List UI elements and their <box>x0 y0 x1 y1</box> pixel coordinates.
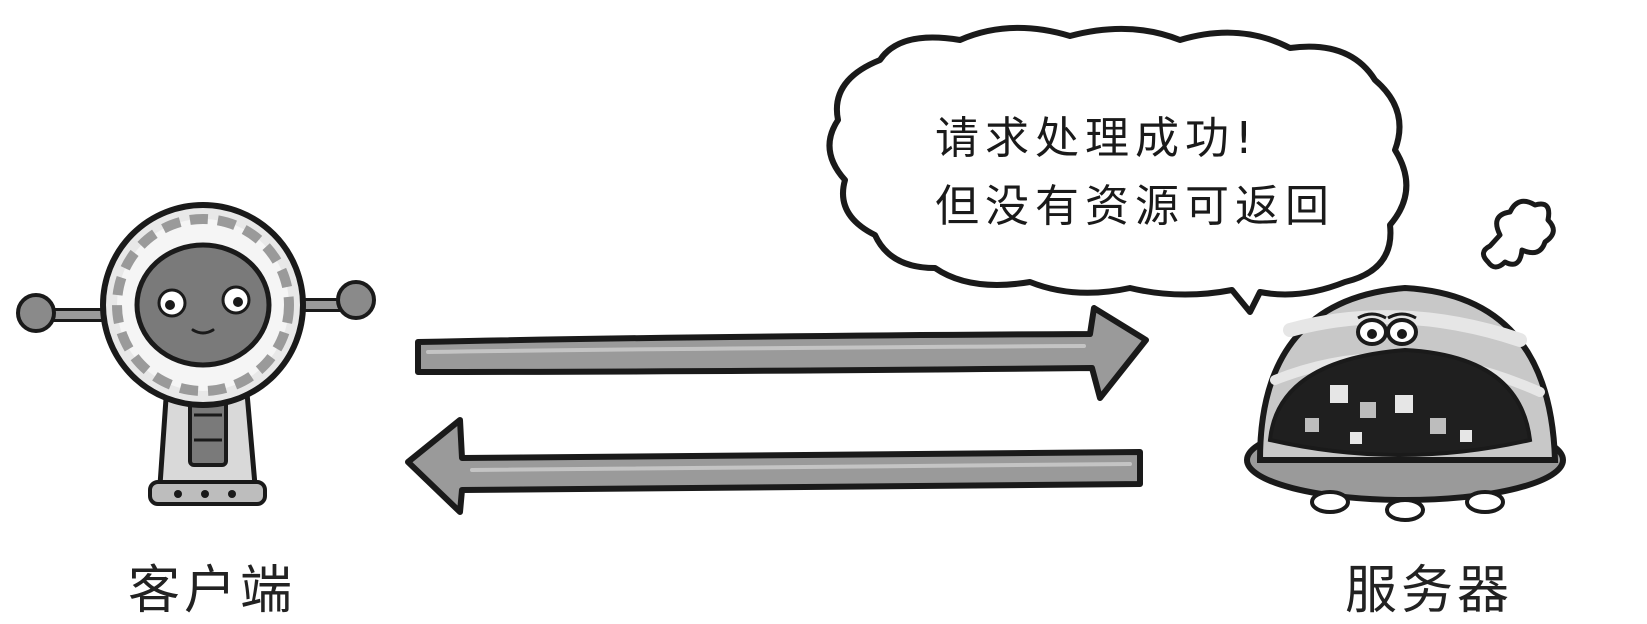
speech-bubble <box>826 24 1410 315</box>
bubble-text-line-1: 请求处理成功! <box>935 113 1259 164</box>
arrow-left-icon <box>405 417 1143 515</box>
bubble-text-line-2: 但没有资源可返回 <box>935 181 1335 232</box>
server-label: 服务器 <box>1345 561 1514 621</box>
robot-client-icon <box>16 202 376 506</box>
client-label: 客户端 <box>128 561 297 621</box>
dome-server-icon <box>1244 198 1566 522</box>
arrow-right-icon <box>415 305 1149 401</box>
